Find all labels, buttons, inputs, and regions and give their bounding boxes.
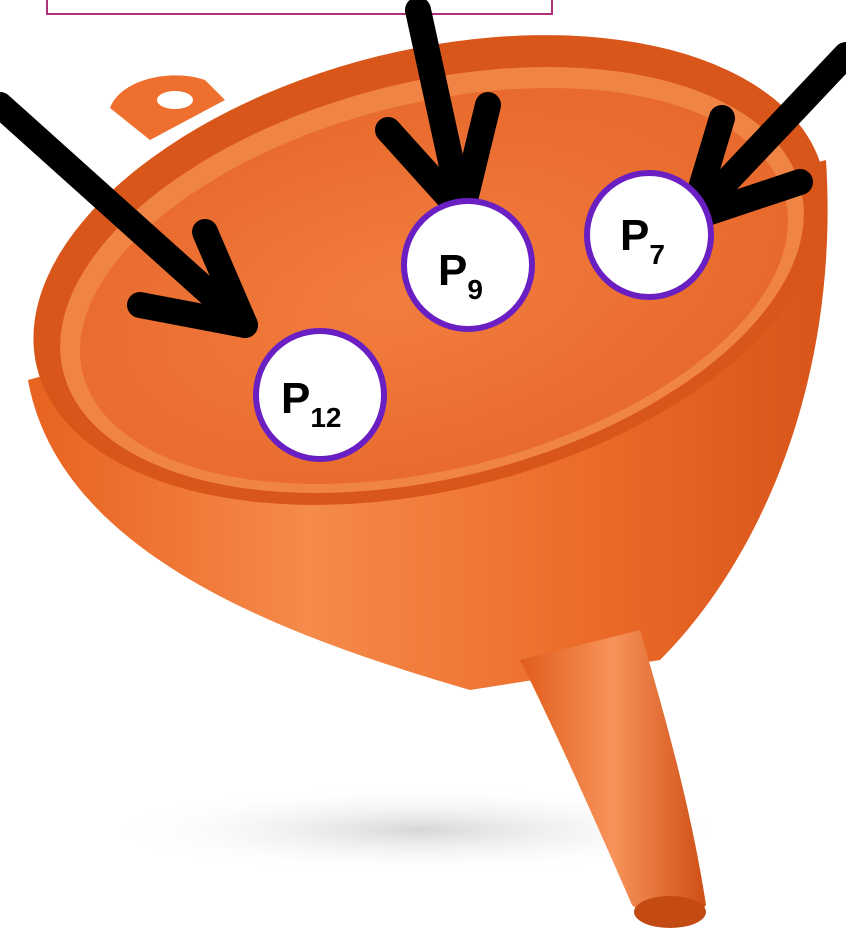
probability-circle — [404, 201, 532, 329]
probability-p7: P7 — [587, 173, 711, 297]
probability-p9: P9 — [404, 201, 532, 329]
funnel-spout-tip — [634, 896, 706, 928]
probability-p12: P12 — [256, 331, 384, 459]
funnel-spout — [520, 630, 706, 920]
label-box — [47, 0, 552, 14]
funnel-tab-hole — [157, 91, 193, 109]
probability-circle — [256, 331, 384, 459]
